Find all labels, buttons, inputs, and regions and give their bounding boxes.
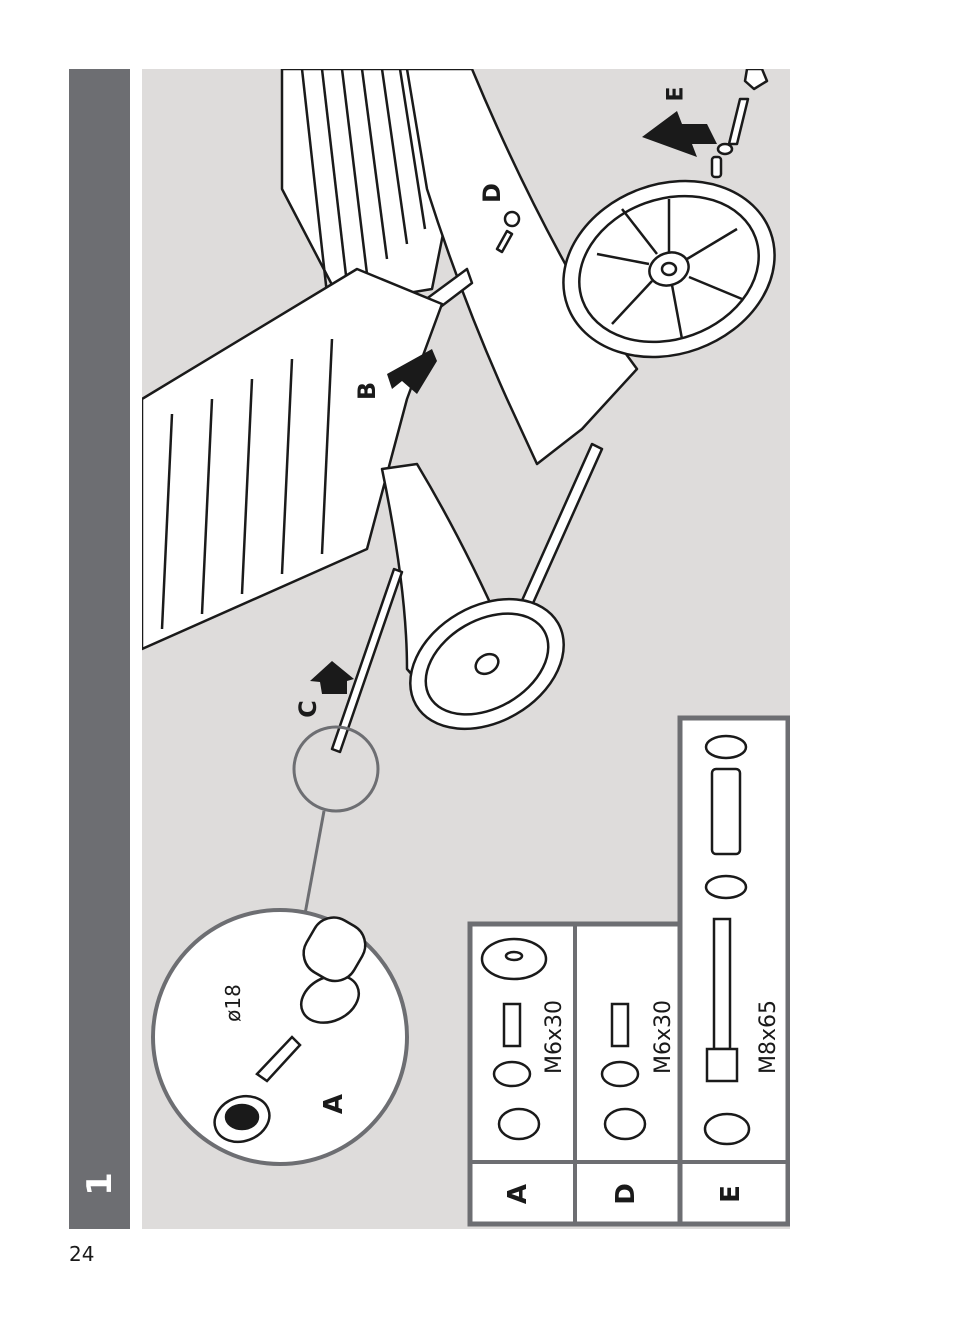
step-number: 1 <box>83 1172 117 1196</box>
callout-label-b: B <box>355 382 379 400</box>
arrow-e <box>642 111 717 157</box>
assembly-drawing <box>142 69 790 1229</box>
zoom-leader-line <box>305 811 324 914</box>
loose-rod <box>332 569 402 752</box>
parts-row-e-id: E <box>718 1185 744 1203</box>
seat-slat-panel <box>142 269 442 649</box>
step-bar: 1 <box>69 69 130 1229</box>
parts-row-a-size: M6x30 <box>544 1000 566 1074</box>
detail-diameter-label: ø18 <box>223 984 243 1022</box>
parts-row-e-size: M8x65 <box>758 1000 780 1074</box>
callout-label-d: D <box>480 183 504 203</box>
parts-row-d-id: D <box>613 1183 639 1205</box>
detail-label-a: A <box>321 1094 347 1114</box>
parts-row-d-size: M6x30 <box>653 1000 675 1074</box>
detail-a-circle <box>153 910 407 1164</box>
bolt-e-assembly <box>712 69 767 177</box>
callout-label-e: E <box>666 86 688 101</box>
callout-label-c: C <box>296 700 320 718</box>
parts-row-a-id: A <box>505 1184 531 1204</box>
assembly-illustration: B C D E A ø18 <box>142 69 790 1229</box>
page-number: 24 <box>69 1242 94 1266</box>
arrow-c <box>310 661 354 694</box>
